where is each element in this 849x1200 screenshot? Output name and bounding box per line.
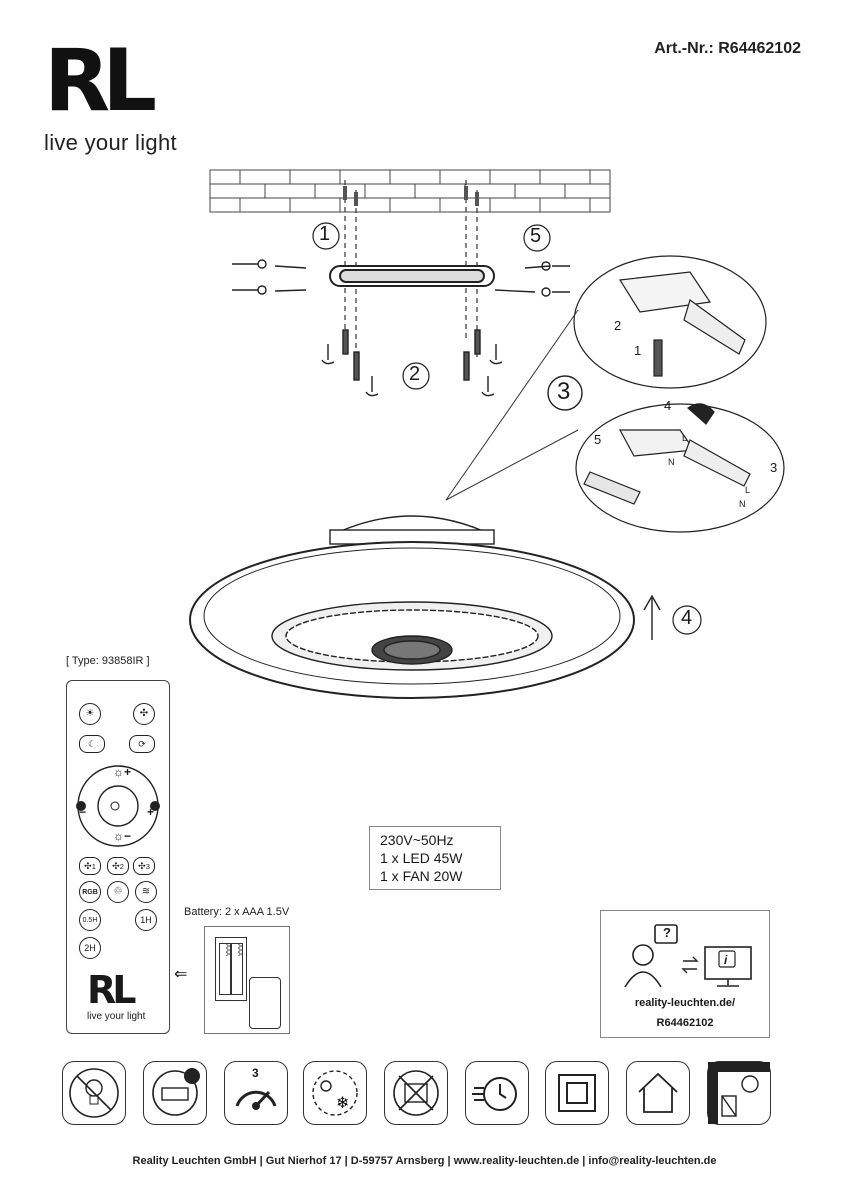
- speed-count: 3: [252, 1066, 259, 1080]
- info-i: i: [724, 953, 728, 967]
- rgb-button: RGB: [79, 881, 101, 903]
- battery-cell-1: AAA: [219, 943, 231, 995]
- brand-tagline: live your light: [44, 130, 177, 155]
- battery-compartment: AAA AAA: [204, 926, 290, 1034]
- sun-icon: ☼: [113, 765, 124, 779]
- brand-logo: RL: [44, 31, 157, 131]
- wiring-label-3: 3: [770, 460, 778, 475]
- house-icon: [638, 1072, 678, 1113]
- speed-3: 3: [145, 861, 150, 871]
- arrow-left-icon: ⇐: [174, 966, 188, 983]
- remote-control: ☀ ✣ ☾ ⟳ ☼+ ☼− − + ✣1 ✣2 ✣3 RGB ♲ ≋ 0.5H …: [66, 680, 170, 1034]
- wiring-label-5: 5: [594, 432, 602, 447]
- specifications-box: 230V~50Hz 1 x LED 45W 1 x FAN 20W: [369, 826, 501, 890]
- wiring-label-2: 2: [614, 318, 622, 333]
- fan-speed-icon: ✣: [84, 860, 92, 871]
- minus-sign: −: [124, 829, 132, 843]
- wire-n2-label: N: [739, 499, 746, 509]
- brightness-minus: ☼−: [113, 829, 131, 843]
- reverse-icon: ⟳: [138, 738, 146, 749]
- moon-icon: ☾: [87, 738, 97, 749]
- step-5: 5: [530, 225, 542, 247]
- color-temp-minus: −: [79, 805, 87, 819]
- double-insulation-icon: [558, 1074, 596, 1112]
- fan-speed-icon: ✣: [138, 860, 146, 871]
- battery-cover: [249, 977, 281, 1029]
- fan-speed-1-button: ✣1: [79, 857, 101, 875]
- speed-1: 1: [91, 861, 96, 871]
- info-url[interactable]: reality-leuchten.de/: [634, 997, 736, 1009]
- no-covering-tile: [384, 1061, 448, 1125]
- spec-fan: 1 x FAN 20W: [380, 868, 463, 884]
- junction-box-icon: [152, 1068, 200, 1116]
- indoor-use-tile: [626, 1061, 690, 1125]
- color-temp-plus: +: [147, 805, 155, 819]
- night-mode-button: ☾: [79, 735, 105, 753]
- summer-winter-tile: ❄: [303, 1061, 367, 1125]
- no-dimmer-icon: [708, 1062, 770, 1124]
- terminal-detail-top: [573, 255, 767, 389]
- bulb-power-icon: ☀: [85, 708, 95, 719]
- timer-icon: [472, 1077, 517, 1111]
- remote-type-label: [ Type: 93858IR ]: [66, 655, 150, 667]
- timer-2h-button: 2H: [79, 937, 101, 959]
- info-article: R64462102: [656, 1017, 714, 1029]
- wind-icon: ≋: [141, 886, 151, 897]
- battery-cell-2: AAA: [231, 943, 243, 995]
- summer-winter-icon: ❄: [312, 1070, 358, 1116]
- dimmer-ring: [76, 765, 160, 847]
- wire-l-label: L: [682, 433, 688, 443]
- question-mark: ?: [663, 925, 671, 940]
- timer-30m-button: 0.5H: [79, 909, 101, 931]
- sun-small-icon: ☼: [113, 829, 124, 843]
- spec-led: 1 x LED 45W: [380, 850, 463, 866]
- wire-l2-label: L: [745, 485, 751, 495]
- timer-tile: [465, 1061, 529, 1125]
- recycle-icon: ♲: [113, 886, 123, 897]
- article-number: Art.-Nr.: R64462102: [654, 40, 801, 57]
- terminal-detail-bottom: [575, 403, 785, 533]
- wiring-label-4: 4: [664, 398, 672, 413]
- battery-slot: [215, 937, 247, 1001]
- ceiling-bricks: [209, 169, 611, 213]
- cycle-button: ♲: [107, 881, 129, 903]
- step-1: 1: [319, 223, 331, 245]
- installation-diagram: [189, 169, 785, 699]
- info-box: ? i reality-leuchten.de/ R64462102: [600, 910, 770, 1038]
- fan-power-icon: ✣: [139, 708, 149, 719]
- speed-2: 2: [119, 861, 124, 871]
- step-2: 2: [409, 363, 421, 385]
- plus-sign: +: [124, 765, 132, 779]
- mounting-bracket: [329, 265, 495, 287]
- step-3: 3: [557, 378, 571, 405]
- wire-n-label: N: [668, 457, 675, 467]
- fan-power-button: ✣: [133, 703, 155, 725]
- no-led-replace-tile: [62, 1061, 126, 1125]
- spec-voltage: 230V~50Hz: [380, 832, 454, 848]
- footer-contact: Reality Leuchten GmbH | Gut Nierhof 17 |…: [132, 1155, 717, 1167]
- fan-speed-2-button: ✣2: [107, 857, 129, 875]
- svg-text:❄: ❄: [336, 1093, 349, 1112]
- no-bulb-replace-icon: [69, 1068, 119, 1118]
- person-screen-illustration: [624, 924, 752, 988]
- no-cover-icon: [393, 1070, 439, 1116]
- fan-speed-icon: ✣: [112, 860, 120, 871]
- fan-direction-button: ⟳: [129, 735, 155, 753]
- step-4: 4: [681, 607, 693, 629]
- no-dimmer-tile: [707, 1061, 771, 1125]
- ceiling-fan-light: [189, 515, 635, 699]
- fan-speed-3-button: ✣3: [133, 857, 155, 875]
- natural-wind-button: ≋: [135, 881, 157, 903]
- battery-label: Battery: 2 x AAA 1.5V: [184, 906, 290, 918]
- fan-speed-tile: 3: [224, 1061, 288, 1125]
- timer-1h-button: 1H: [135, 909, 157, 931]
- wiring-label-1: 1: [634, 343, 642, 358]
- remote-tagline: live your light: [87, 1011, 146, 1022]
- electrician-tile: [143, 1061, 207, 1125]
- light-power-button: ☀: [79, 703, 101, 725]
- brightness-plus: ☼+: [113, 765, 131, 779]
- protection-class-tile: [545, 1061, 609, 1125]
- speedometer-icon: [235, 1090, 277, 1110]
- remote-logo: RL: [87, 968, 137, 1012]
